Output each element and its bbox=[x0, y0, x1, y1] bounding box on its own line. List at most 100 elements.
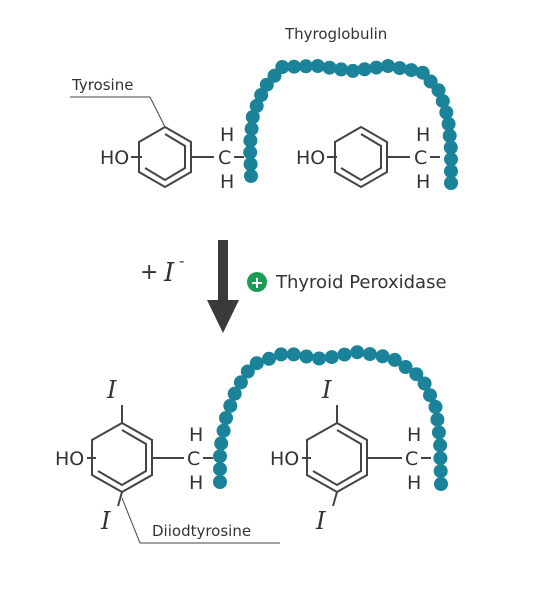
reaction-arrow-shaft bbox=[218, 240, 228, 302]
amino-acid-bead bbox=[345, 63, 360, 78]
amino-acid-bead bbox=[357, 62, 372, 77]
benzene-ring-inner-bonds bbox=[144, 133, 186, 182]
iodide-symbol: I bbox=[163, 258, 175, 288]
amino-acid-bead bbox=[274, 347, 289, 362]
amino-acid-bead bbox=[213, 462, 227, 477]
amino-acid-bead bbox=[213, 449, 227, 464]
amino-acid-bead bbox=[322, 60, 337, 75]
amino-acid-bead bbox=[387, 352, 402, 367]
amino-acid-bead bbox=[362, 347, 377, 362]
iodide-reagent: + I - bbox=[140, 252, 184, 288]
thyroglobulin-chain-top bbox=[243, 59, 458, 190]
tyrosine-residue-2: HO C H H bbox=[296, 124, 440, 193]
alpha-carbon: C bbox=[405, 448, 418, 470]
benzene-ring-inner-bonds bbox=[97, 429, 147, 487]
benzene-ring bbox=[91, 421, 153, 494]
amino-acid-bead bbox=[435, 94, 450, 109]
amino-acid-bead bbox=[375, 349, 390, 364]
amino-acid-bead bbox=[312, 351, 327, 366]
amino-acid-bead bbox=[245, 110, 260, 124]
amino-acid-bead bbox=[243, 133, 258, 148]
tyrosine-label: Tyrosine bbox=[71, 76, 133, 94]
iodine-atom-lower: I bbox=[315, 507, 326, 535]
amino-acid-bead bbox=[249, 356, 264, 371]
amino-acid-bead bbox=[227, 386, 242, 401]
hydrogen-atom-upper: H bbox=[416, 124, 430, 146]
amino-acid-bead bbox=[404, 63, 419, 78]
amino-acid-bead bbox=[262, 351, 276, 366]
alpha-carbon: C bbox=[414, 147, 427, 169]
amino-acid-bead bbox=[381, 59, 395, 73]
hydroxyl-group: HO bbox=[296, 147, 325, 169]
diiodotyrosine-residue-2: I HO C H H I bbox=[270, 376, 431, 535]
benzene-ring-inner-bonds bbox=[340, 133, 382, 182]
amino-acid-bead bbox=[433, 438, 448, 453]
amino-acid-bead bbox=[442, 128, 457, 143]
tyrosine-leader-line bbox=[70, 96, 166, 128]
amino-acid-bead bbox=[213, 475, 227, 489]
reaction-arrow bbox=[207, 240, 239, 333]
plus-circle-sign: + bbox=[250, 273, 263, 292]
amino-acid-bead bbox=[423, 388, 437, 403]
reaction-arrow-head bbox=[207, 300, 239, 333]
hydrogen-atom-lower: H bbox=[407, 472, 421, 494]
amino-acid-bead bbox=[350, 345, 365, 360]
hydrogen-atom-upper: H bbox=[407, 424, 421, 446]
amino-acid-bead bbox=[441, 117, 456, 131]
amino-acid-bead bbox=[409, 367, 424, 382]
diiodotyrosine-label: Diiodtyrosine bbox=[152, 522, 251, 540]
amino-acid-bead bbox=[392, 61, 407, 76]
iodine-atom-lower: I bbox=[100, 507, 111, 535]
iodide-charge: - bbox=[179, 252, 184, 270]
amino-acid-bead bbox=[433, 464, 448, 479]
bond bbox=[332, 491, 338, 507]
hydrogen-atom-upper: H bbox=[220, 124, 234, 146]
amino-acid-bead bbox=[398, 360, 413, 374]
amino-acid-bead bbox=[444, 176, 458, 190]
alpha-carbon: C bbox=[187, 448, 200, 470]
amino-acid-bead bbox=[369, 60, 384, 75]
amino-acid-bead bbox=[244, 121, 259, 136]
amino-acid-bead bbox=[223, 398, 238, 413]
amino-acid-bead bbox=[431, 83, 446, 98]
amino-acid-bead bbox=[439, 105, 454, 120]
amino-acid-bead bbox=[216, 423, 231, 438]
amino-acid-bead bbox=[337, 347, 352, 362]
amino-acid-bead bbox=[233, 375, 248, 390]
benzene-ring bbox=[334, 125, 388, 189]
amino-acid-bead bbox=[430, 412, 445, 427]
amino-acid-bead bbox=[243, 157, 258, 172]
amino-acid-bead bbox=[287, 59, 302, 74]
alpha-carbon: C bbox=[218, 147, 231, 169]
bond bbox=[117, 491, 123, 507]
amino-acid-bead bbox=[417, 376, 432, 391]
amino-acid-bead bbox=[219, 411, 233, 425]
amino-acid-bead bbox=[254, 88, 269, 102]
iodine-atom-upper: I bbox=[321, 376, 332, 404]
enzyme-label-group: + Thyroid Peroxidase bbox=[247, 272, 447, 293]
amino-acid-bead bbox=[334, 62, 349, 77]
amino-acid-bead bbox=[275, 60, 290, 74]
thyroid-peroxidase-label: Thyroid Peroxidase bbox=[275, 272, 447, 293]
amino-acid-bead bbox=[310, 59, 325, 73]
amino-acid-bead bbox=[443, 140, 458, 155]
benzene-ring bbox=[138, 125, 192, 189]
amino-acid-bead bbox=[244, 169, 258, 183]
hydrogen-atom-lower: H bbox=[220, 171, 234, 193]
tyrosine-residue-1: HO C H H bbox=[100, 124, 244, 193]
amino-acid-bead bbox=[298, 59, 313, 74]
iodide-plus-sign: + bbox=[140, 260, 158, 285]
hydroxyl-group: HO bbox=[270, 448, 299, 470]
amino-acid-bead bbox=[434, 477, 448, 491]
iodine-atom-upper: I bbox=[106, 376, 117, 404]
hydroxyl-group: HO bbox=[100, 147, 129, 169]
hydrogen-atom-upper: H bbox=[189, 424, 203, 446]
amino-acid-bead bbox=[324, 350, 339, 365]
diiodotyrosine-residue-1: I HO C H H I bbox=[55, 376, 213, 535]
diiodotyrosine-leader-line bbox=[121, 497, 280, 544]
plus-circle-icon bbox=[247, 272, 267, 292]
thyroglobulin-label: Thyroglobulin bbox=[284, 25, 387, 43]
amino-acid-bead bbox=[299, 349, 314, 364]
hydrogen-atom-lower: H bbox=[416, 171, 430, 193]
